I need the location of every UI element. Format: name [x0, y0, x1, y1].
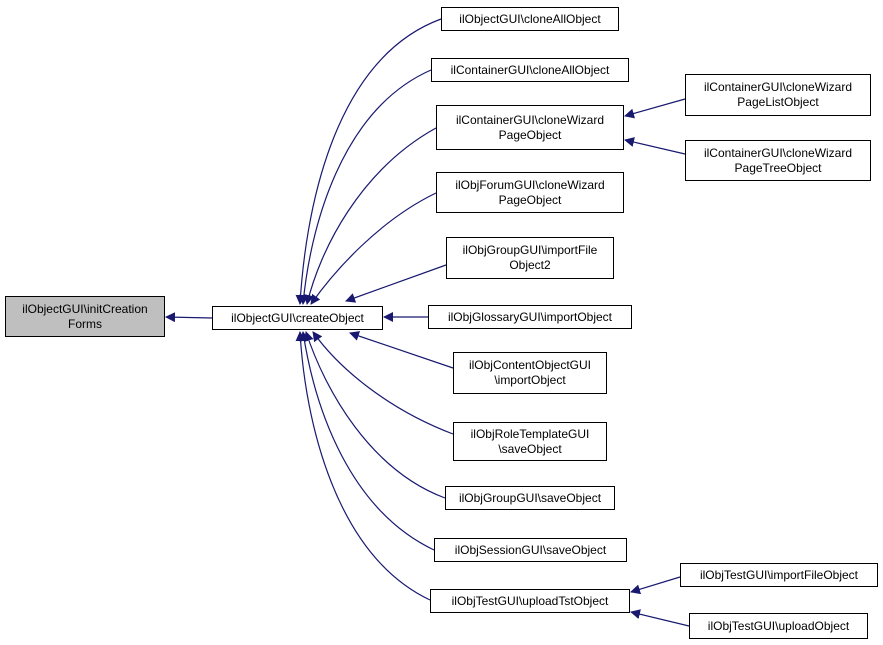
edge-clone-wiz-forum-to-create: [310, 192, 437, 305]
node-label-2: PageListObject: [737, 95, 819, 109]
node-init-creation-forms: ilObjectGUI\initCreation Forms: [5, 296, 165, 337]
node-clone-all-object-object[interactable]: ilObjectGUI\cloneAllObject: [441, 7, 619, 31]
node-init-line-1: ilObjectGUI\initCreation: [22, 301, 148, 316]
node-label: ilObjTestGUI\uploadTstObject: [451, 593, 609, 608]
edge-clone-wiz-cont-to-create: [304, 127, 437, 305]
node-label-1: ilContainerGUI\cloneWizard: [703, 80, 853, 94]
edge-test-import-to-upload-tst: [630, 576, 681, 595]
edge-save-group-to-create: [304, 331, 446, 499]
edge-test-upload-to-upload-tst: [630, 609, 690, 627]
node-clone-wizard-forum[interactable]: ilObjForumGUI\cloneWizard PageObject: [436, 172, 624, 213]
node-label: ilObjGlossaryGUI\importObject: [447, 309, 613, 324]
edge-create-to-init: [165, 312, 213, 323]
node-init-line-2: Forms: [68, 316, 102, 331]
edge-save-session-to-create: [299, 331, 435, 551]
node-label-1: ilContainerGUI\cloneWizard: [703, 145, 853, 160]
node-label-1: ilContainerGUI\cloneWizard: [455, 112, 605, 127]
node-label-2: PageTreeObject: [734, 160, 822, 175]
node-import-file-object2-group[interactable]: ilObjGroupGUI\importFile Object2: [446, 237, 614, 279]
node-label: ilObjSessionGUI\saveObject: [454, 542, 607, 557]
node-clone-wizard-page-list[interactable]: ilContainerGUI\cloneWizard PageListObjec…: [685, 74, 871, 116]
edge-import-group-to-create: [345, 264, 447, 303]
node-label: ilObjectGUI\cloneAllObject: [459, 11, 601, 26]
node-label-1: ilObjContentObjectGUI: [468, 358, 592, 372]
node-label-2: \saveObject: [498, 441, 562, 456]
edges: [165, 18, 690, 627]
node-import-object-content[interactable]: ilObjContentObjectGUI \importObject: [453, 352, 607, 394]
node-save-object-role-template[interactable]: ilObjRoleTemplateGUI \saveObject: [453, 422, 607, 461]
edge-clone-all-obj-to-create: [295, 18, 442, 305]
node-clone-all-object-container[interactable]: ilContainerGUI\cloneAllObject: [431, 58, 629, 82]
edge-clone-all-cont-to-create: [298, 69, 432, 305]
node-label-1: ilObjRoleTemplateGUI: [470, 426, 590, 441]
edge-import-content-to-create: [349, 331, 454, 369]
edge-upload-tst-to-create: [295, 331, 431, 601]
node-label-2: PageObject: [498, 127, 562, 142]
node-save-object-session[interactable]: ilObjSessionGUI\saveObject: [434, 538, 627, 562]
node-label-1: ilObjGroupGUI\importFile: [462, 243, 598, 257]
node-label: ilContainerGUI\cloneAllObject: [450, 62, 610, 77]
node-clone-wizard-page-tree[interactable]: ilContainerGUI\cloneWizard PageTreeObjec…: [685, 140, 871, 181]
node-test-import-file-object[interactable]: ilObjTestGUI\importFileObject: [680, 563, 878, 587]
edge-save-role-to-create: [312, 331, 454, 435]
node-label: ilObjGroupGUI\saveObject: [458, 490, 602, 505]
edge-wiz-tree-to-wiz-cont: [624, 137, 686, 155]
node-import-object-glossary[interactable]: ilObjGlossaryGUI\importObject: [428, 305, 632, 329]
node-label: ilObjTestGUI\uploadObject: [707, 618, 850, 633]
node-clone-wizard-container[interactable]: ilContainerGUI\cloneWizard PageObject: [436, 105, 624, 150]
node-label: ilObjTestGUI\importFileObject: [699, 567, 859, 582]
node-save-object-group[interactable]: ilObjGroupGUI\saveObject: [445, 486, 615, 510]
node-label-1: ilObjForumGUI\cloneWizard: [455, 177, 605, 192]
node-label-2: PageObject: [498, 192, 562, 207]
node-label-2: \importObject: [494, 373, 566, 387]
node-upload-tst-object[interactable]: ilObjTestGUI\uploadTstObject: [430, 589, 630, 613]
node-create-object[interactable]: ilObjectGUI\createObject: [212, 306, 383, 330]
node-create-line-1: ilObjectGUI\createObject: [231, 310, 364, 325]
edge-wiz-list-to-wiz-cont: [624, 98, 686, 119]
node-test-upload-object[interactable]: ilObjTestGUI\uploadObject: [689, 613, 868, 639]
node-label-2: Object2: [509, 258, 551, 272]
